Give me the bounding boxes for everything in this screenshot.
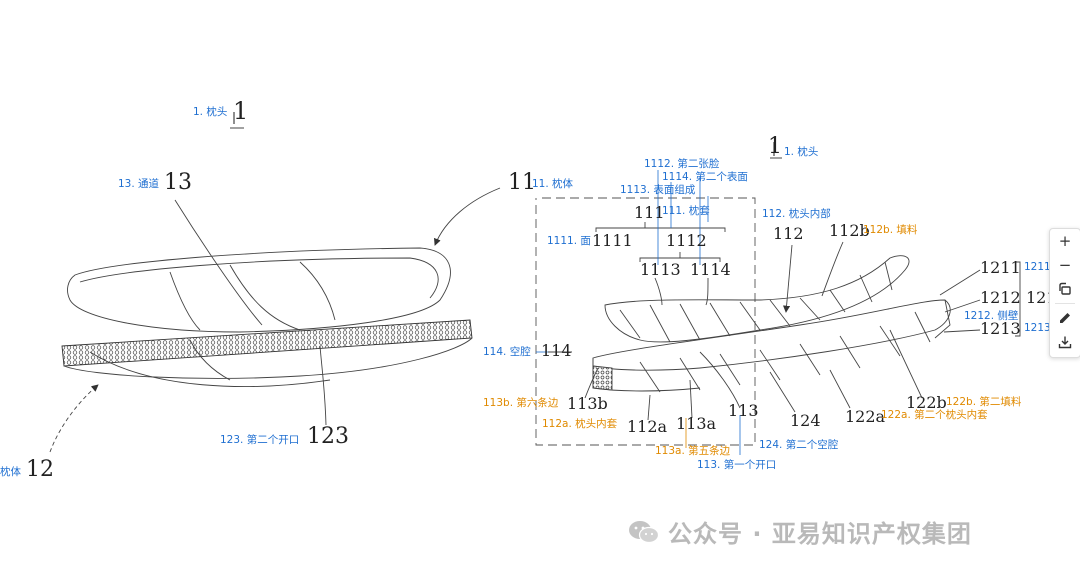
annotation-13-channel: 13. 通道 xyxy=(118,178,160,190)
minus-icon[interactable]: − xyxy=(1058,256,1072,274)
annotation-1112-second-face: 1112. 第二张脸 xyxy=(644,158,720,170)
plus-icon[interactable]: + xyxy=(1058,232,1072,250)
ref-number-124: 124 xyxy=(790,411,821,430)
annotation-1114-second-surface: 1114. 第二个表面 xyxy=(662,171,748,183)
annotation-114-cavity: 114. 空腔 xyxy=(483,346,531,358)
ref-number-122a: 122a xyxy=(845,407,886,426)
annotation-112a-inner-cover: 112a. 枕头内套 xyxy=(542,418,618,430)
ref-number-1112: 1112 xyxy=(666,231,707,250)
ref-number-1111: 1111 xyxy=(592,231,633,250)
ref-number-1211: 1211 xyxy=(980,258,1021,277)
annotation-113a-fifth-side: 113a. 第五条边 xyxy=(655,445,731,457)
annotation-leaders xyxy=(536,170,741,455)
ref-number-1212: 1212 xyxy=(980,288,1021,307)
ref-number-112: 112 xyxy=(773,224,804,243)
right-pillow-drawing xyxy=(535,142,1021,446)
ref-number-121: 121 xyxy=(1026,288,1057,307)
ref-number-12: 12 xyxy=(26,457,54,482)
annotation-122b-second-filler: 122b. 第二填料 xyxy=(946,396,1022,408)
annotation-12-body: 枕体 xyxy=(0,466,21,478)
annotation-1213: 1213 xyxy=(1024,322,1051,334)
ref-number-1213: 1213 xyxy=(980,319,1021,338)
copy-icon[interactable] xyxy=(1050,277,1080,301)
annotation-1212-side-wall: 1212. 侧壁 xyxy=(964,310,1019,322)
ref-number-112b: 112b xyxy=(829,221,870,240)
annotation-1113-surface: 1113. 表面组成 xyxy=(620,184,696,196)
download-icon[interactable] xyxy=(1050,330,1080,354)
ref-number-123: 123 xyxy=(307,424,349,449)
annotation-11-body: 11. 枕体 xyxy=(532,178,574,190)
ref-number-111: 111 xyxy=(634,203,665,222)
floating-toolbar: + − xyxy=(1049,228,1080,358)
annotation-112b-filler: 112b. 填料 xyxy=(863,224,918,236)
ref-number-112a: 112a xyxy=(627,417,668,436)
wechat-icon xyxy=(629,520,660,543)
toolbar-divider xyxy=(1055,303,1075,304)
annotation-124-second-cavity: 124. 第二个空腔 xyxy=(759,439,839,451)
annotation-1-pillow-left: 1. 枕头 xyxy=(193,106,228,118)
watermark-text: 公众号 · 亚易知识产权集团 xyxy=(668,520,972,548)
ref-number-1-left: 1 xyxy=(233,97,249,125)
ref-number-113: 113 xyxy=(728,401,759,420)
ref-number-122b: 122b xyxy=(906,393,947,412)
annotation-1211: 1211 xyxy=(1024,261,1051,273)
annotation-122a-second-inner-cover: 122a. 第二个枕头内套 xyxy=(881,409,988,421)
ref-number-11: 11 xyxy=(508,170,536,195)
annotation-113b-sixth-side: 113b. 第六条边 xyxy=(483,397,559,409)
ref-number-1-right: 1 xyxy=(768,134,782,159)
ref-number-13: 13 xyxy=(164,170,192,195)
ref-number-1113: 1113 xyxy=(640,260,681,279)
pencil-icon[interactable] xyxy=(1050,306,1080,330)
ref-number-114: 114 xyxy=(541,341,572,360)
ref-number-113b: 113b xyxy=(567,394,608,413)
annotation-1111-face: 1111. 面 xyxy=(547,235,591,247)
ref-number-113a: 113a xyxy=(676,414,717,433)
annotation-123-second-opening: 123. 第二个开口 xyxy=(220,434,300,446)
annotation-111-cover: 111. 枕套 xyxy=(662,205,710,217)
left-pillow-drawing xyxy=(49,112,501,453)
annotation-1-pillow-right: 1. 枕头 xyxy=(784,146,819,158)
annotation-113-first-opening: 113. 第一个开口 xyxy=(697,459,777,471)
annotation-112-inner: 112. 枕头内部 xyxy=(762,208,831,220)
watermark: 公众号 · 亚易知识产权集团 xyxy=(628,514,972,549)
ref-number-1114: 1114 xyxy=(690,260,731,279)
